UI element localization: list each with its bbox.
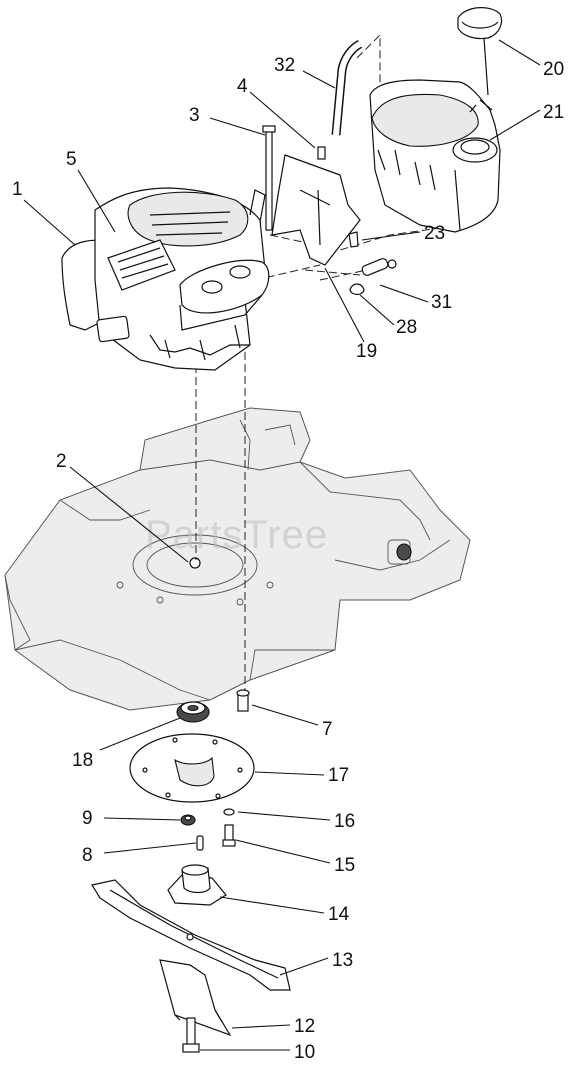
washer-9 <box>180 814 196 826</box>
callout-labels: 1 2 3 4 5 7 8 9 10 12 13 14 15 16 17 18 … <box>12 55 564 1063</box>
fuel-tank <box>369 7 503 233</box>
callout-4: 4 <box>237 76 248 97</box>
callout-19: 19 <box>356 341 377 362</box>
callout-21: 21 <box>543 102 564 123</box>
callout-10: 10 <box>294 1042 315 1063</box>
blade-13 <box>91 879 291 991</box>
callout-16: 16 <box>334 811 355 832</box>
mounting-plate-17 <box>129 733 255 803</box>
stiffener-12 <box>159 959 232 1037</box>
engine-assembly <box>61 187 270 371</box>
callout-15: 15 <box>334 855 355 876</box>
leader-lines <box>23 39 541 1051</box>
bolt-3 <box>265 129 273 231</box>
callout-12: 12 <box>294 1016 315 1037</box>
blade-adapter-14 <box>167 864 227 906</box>
callout-9: 9 <box>82 808 93 829</box>
callout-32: 32 <box>274 55 295 76</box>
clamp-28 <box>349 283 365 296</box>
callout-23: 23 <box>424 223 445 244</box>
bolt-7 <box>236 689 250 712</box>
bolt-15 <box>222 824 236 847</box>
callout-31: 31 <box>431 292 452 313</box>
callout-3: 3 <box>189 105 200 126</box>
filler-cap <box>457 7 503 40</box>
bolt-4 <box>317 146 326 160</box>
bolt-23 <box>348 231 359 248</box>
callout-2: 2 <box>56 451 67 472</box>
tank-bracket <box>262 125 361 266</box>
callout-1: 1 <box>12 179 23 200</box>
watermark-text: PartsTree <box>145 513 328 557</box>
fuel-fittings <box>349 258 397 296</box>
mower-deck <box>4 407 471 711</box>
callout-13: 13 <box>332 950 353 971</box>
fuel-hose-31 <box>361 258 389 276</box>
callout-14: 14 <box>328 904 350 925</box>
callout-5: 5 <box>66 149 77 170</box>
callout-17: 17 <box>328 765 349 786</box>
bolt-10 <box>182 1017 200 1053</box>
callout-28: 28 <box>396 317 417 338</box>
callout-7: 7 <box>322 719 333 740</box>
callout-18: 18 <box>72 750 93 771</box>
callout-20: 20 <box>543 59 564 80</box>
pin-8 <box>196 835 204 851</box>
lockwasher-16 <box>223 808 235 816</box>
bearing-18 <box>176 701 210 723</box>
callout-8: 8 <box>82 845 93 866</box>
